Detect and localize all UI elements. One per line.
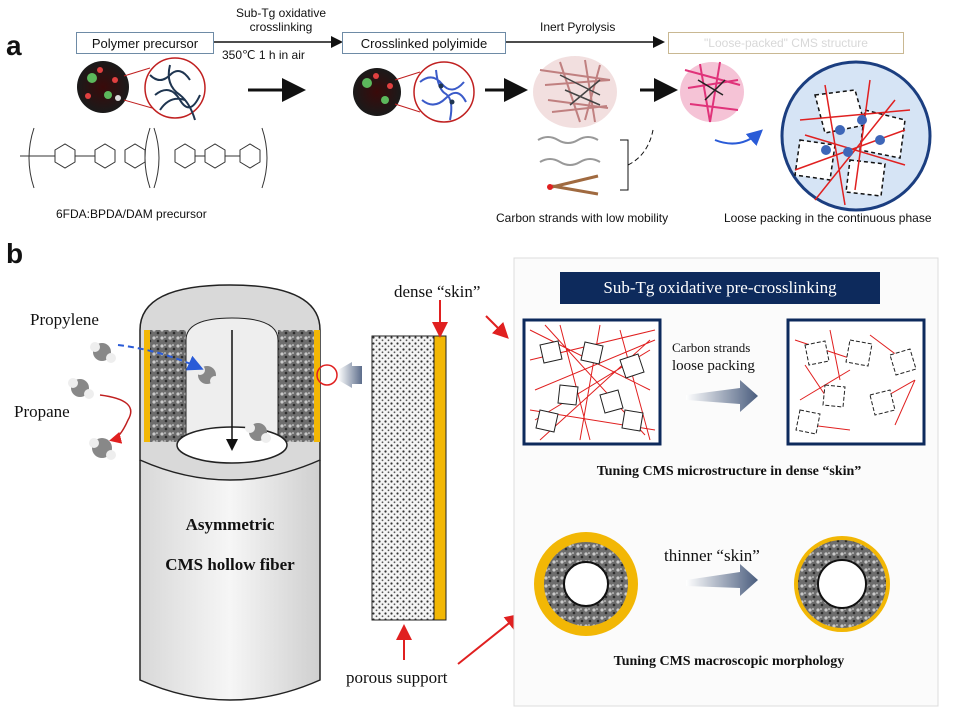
precursor-zoom-circle [144,57,206,119]
propylene-molecule [90,342,116,363]
porous-support-label: porous support [346,668,448,687]
strands-label-line1: Carbon strands [672,340,751,355]
strands-label-line2: loose packing [672,358,755,374]
microstructure-before [522,318,662,446]
box-loose-packed-cms: "Loose-packed" CMS structure [668,32,904,54]
packing-caption: Loose packing in the continuous phase [724,211,932,225]
crosslinked-polymer-blob [353,68,401,116]
step1-label-line1: Sub-Tg oxidative [235,6,327,20]
cms-carbon-cluster [680,61,763,146]
hollow-fiber-cylinder [139,284,321,701]
precursor-polymer-blob [77,61,129,113]
right-panel-header: Sub-Tg oxidative pre-crosslinking [560,272,880,304]
fiber-title-line2: CMS hollow fiber [165,555,295,574]
step2-label: Inert Pyrolysis [540,20,616,34]
step1-label: Sub-Tg oxidative crosslinking [226,6,336,34]
macroscopic-caption: Tuning CMS macroscopic morphology [613,654,845,669]
dense-skin-label: dense “skin” [394,282,481,301]
precursor-name: 6FDA:BPDA/DAM precursor [56,207,207,221]
propane-molecule-2 [89,438,116,460]
propane-label: Propane [14,402,70,421]
step1-condition: 350℃ 1 h in air [222,48,305,62]
panel-a-letter: a [6,30,22,61]
panel-b-letter: b [6,238,24,269]
propane-molecule-1 [68,378,94,399]
carbon-strands-illustration [537,129,654,196]
fiber-ring-thin-skin [794,536,890,632]
box-polymer-precursor: Polymer precursor [76,32,214,54]
strands-caption: Carbon strands with low mobility [496,211,669,225]
fiber-ring-thick-skin [534,532,638,636]
microstructure-arrow [686,380,758,412]
thinner-skin-label: thinner “skin” [664,546,760,565]
fiber-title-line1: Asymmetric [185,515,275,534]
loose-packing-sphere [780,60,932,212]
box-crosslinked-polyimide: Crosslinked polyimide [342,32,506,54]
microstructure-after [786,318,926,446]
propylene-permeation-arrow [117,344,204,371]
step1-label-line2: crosslinking [249,20,313,34]
morphology-arrow [686,564,758,596]
precursor-chemical-structure [20,127,268,189]
pyrolysis-carbon-cluster [533,56,617,128]
zoom-arrow [338,362,362,388]
propane-rejection-arrow [99,394,132,444]
permeated-molecule-2 [245,423,271,443]
microstructure-caption: Tuning CMS microstructure in dense “skin… [596,464,862,479]
propylene-label: Propylene [30,310,99,329]
porous-support-slab [371,335,435,621]
dense-skin-layer [433,335,447,621]
